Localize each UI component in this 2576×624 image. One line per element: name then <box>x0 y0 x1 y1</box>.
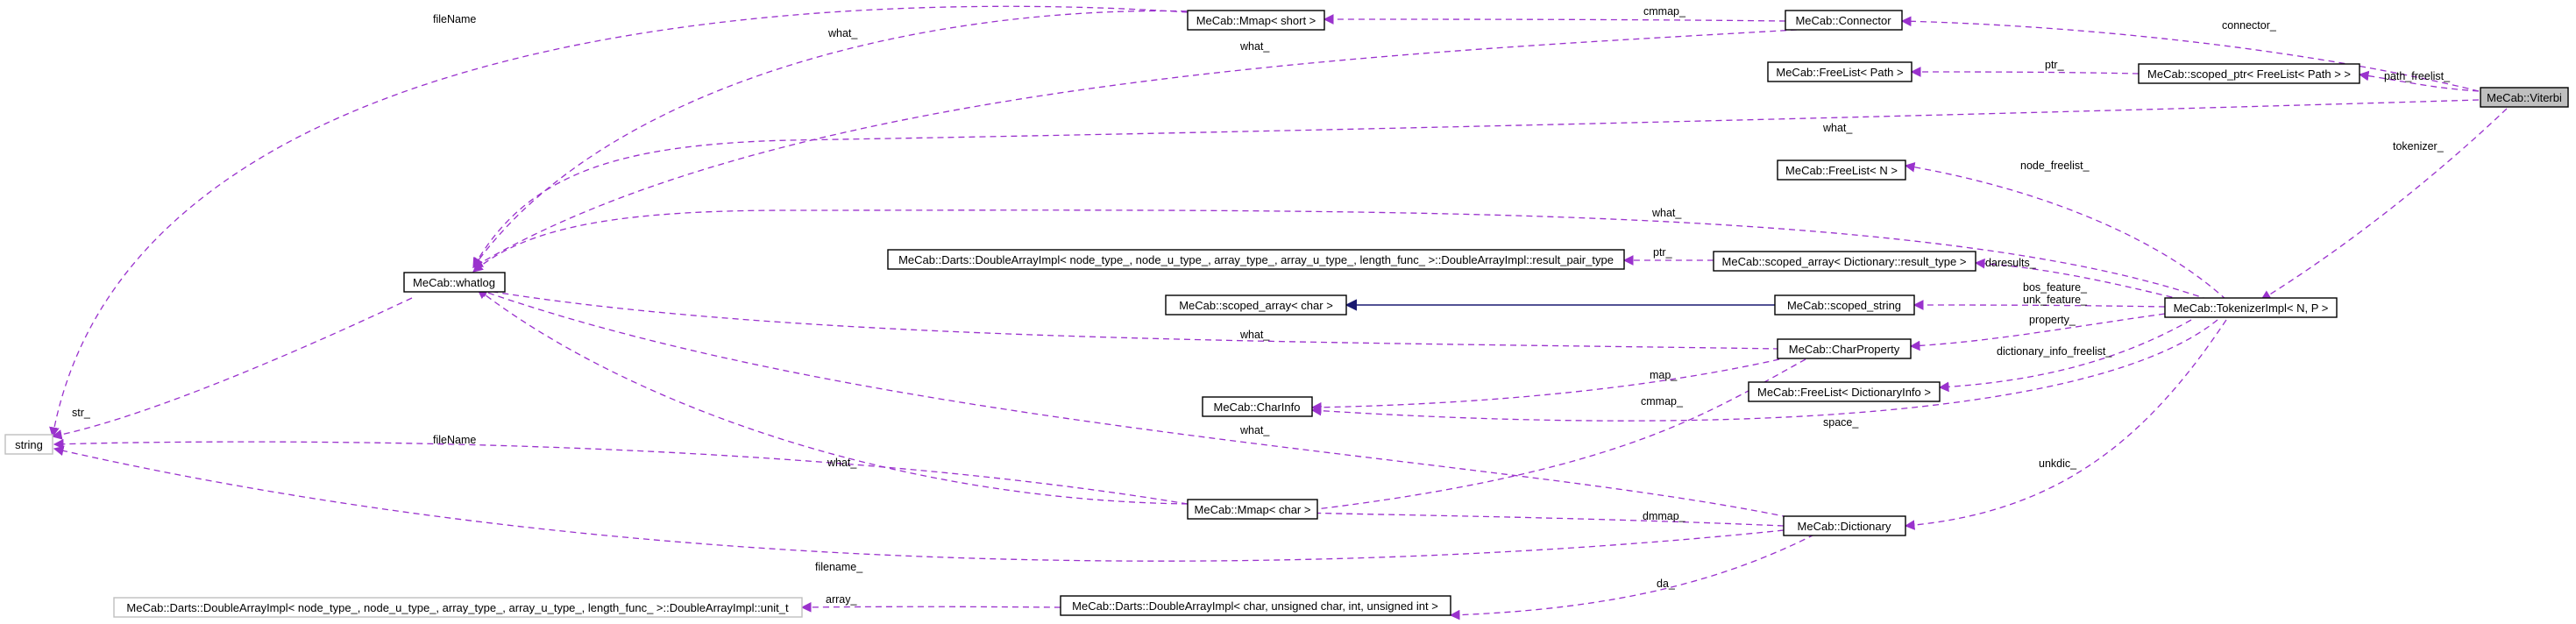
node-scoped-string-label: MeCab::scoped_string <box>1787 299 1901 312</box>
label-connector: connector_ <box>2222 19 2277 32</box>
node-dictionary[interactable]: MeCab::Dictionary <box>1783 515 1906 536</box>
edge-node-freelist <box>1904 161 2227 301</box>
node-freelist-path[interactable]: MeCab::FreeList< Path > <box>1767 61 1912 82</box>
node-whatlog-label: MeCab::whatlog <box>413 276 495 289</box>
node-tokenizer-impl[interactable]: MeCab::TokenizerImpl< N, P > <box>2164 297 2338 318</box>
node-scoped-ptr-freelist-path-label: MeCab::scoped_ptr< FreeList< Path > > <box>2147 67 2351 81</box>
label-space: space_ <box>1823 416 1859 429</box>
label-filename-top: fileName <box>433 13 476 25</box>
edge-what-dictionary <box>476 287 1789 518</box>
edge-str <box>51 297 413 440</box>
node-darts-result-pair[interactable]: MeCab::Darts::DoubleArrayImpl< node_type… <box>887 249 1625 270</box>
label-tokenizer: tokenizer_ <box>2393 140 2445 152</box>
label-what-mmap-short: what_ <box>827 27 858 39</box>
edge-cmmap-mid <box>1300 358 1806 515</box>
node-connector-label: MeCab::Connector <box>1795 14 1891 27</box>
node-viterbi-label: MeCab::Viterbi <box>2487 91 2562 104</box>
node-scoped-ptr-freelist-path[interactable]: MeCab::scoped_ptr< FreeList< Path > > <box>2138 63 2360 84</box>
label-ptr-path: ptr_ <box>2045 59 2065 71</box>
node-freelist-dicinfo-label: MeCab::FreeList< DictionaryInfo > <box>1757 386 1931 399</box>
node-freelist-path-label: MeCab::FreeList< Path > <box>1776 66 1903 79</box>
node-freelist-n-label: MeCab::FreeList< N > <box>1785 164 1898 177</box>
node-char-info-label: MeCab::CharInfo <box>1214 401 1301 414</box>
label-what-connector: what_ <box>1239 40 1270 53</box>
edge-filename-mid <box>53 438 1189 505</box>
label-da: da_ <box>1657 578 1676 590</box>
edge-dictionary-info-freelist <box>1938 319 2192 393</box>
label-cmmap-top: cmmap_ <box>1643 5 1686 18</box>
node-char-property[interactable]: MeCab::CharProperty <box>1777 338 1912 359</box>
edge-array <box>800 602 1061 613</box>
label-unk-feature: unk_feature_ <box>2023 294 2088 306</box>
label-what-dictionary: what_ <box>1239 424 1270 436</box>
node-darts-unit[interactable]: MeCab::Darts::DoubleArrayImpl< node_type… <box>113 597 803 618</box>
edge-tokenizer <box>2260 108 2508 301</box>
edge-space <box>1310 319 2218 422</box>
node-freelist-dicinfo[interactable]: MeCab::FreeList< DictionaryInfo > <box>1748 381 1941 402</box>
edge-what-tokenizer <box>472 209 2210 301</box>
node-mmap-char[interactable]: MeCab::Mmap< char > <box>1187 499 1318 520</box>
node-scoped-array-char[interactable]: MeCab::scoped_array< char > <box>1165 294 1347 316</box>
edge-ptr-path <box>1910 67 2140 77</box>
node-scoped-array-char-label: MeCab::scoped_array< char > <box>1179 299 1333 312</box>
edge-connector <box>1900 16 2480 92</box>
label-map: map_ <box>1650 369 1678 381</box>
node-char-info[interactable]: MeCab::CharInfo <box>1202 396 1313 417</box>
label-daresults: daresults_ <box>1985 257 2037 269</box>
label-path-freelist: path_freelist_ <box>2384 70 2451 82</box>
node-dictionary-label: MeCab::Dictionary <box>1798 520 1891 533</box>
label-dictionary-info-freelist: dictionary_info_freelist_ <box>1997 345 2112 358</box>
node-char-property-label: MeCab::CharProperty <box>1789 343 1900 356</box>
edge-daresults <box>1974 258 2183 301</box>
edge-what-viterbi <box>472 99 2480 269</box>
node-tokenizer-impl-label: MeCab::TokenizerImpl< N, P > <box>2174 301 2329 315</box>
node-string[interactable]: string <box>4 434 53 455</box>
edge-property <box>1909 313 2166 351</box>
node-string-label: string <box>15 438 43 451</box>
edge-filename-dic <box>53 445 1785 562</box>
node-darts-result-pair-label: MeCab::Darts::DoubleArrayImpl< node_type… <box>898 253 1614 266</box>
label-unkdic: unkdic_ <box>2039 457 2077 470</box>
edge-map <box>1310 358 1780 413</box>
edge-what-connector <box>472 29 1798 268</box>
node-mmap-short[interactable]: MeCab::Mmap< short > <box>1187 10 1325 31</box>
node-scoped-array-result-label: MeCab::scoped_array< Dictionary::result_… <box>1722 255 1967 268</box>
label-what-tokenizer: what_ <box>1651 207 1682 219</box>
node-viterbi[interactable]: MeCab::Viterbi <box>2480 87 2569 108</box>
edge-dmmap <box>1300 507 1785 527</box>
edge-bos-unk-feature <box>1912 300 2166 310</box>
label-array: array_ <box>826 593 857 606</box>
node-freelist-n[interactable]: MeCab::FreeList< N > <box>1777 160 1906 181</box>
node-whatlog[interactable]: MeCab::whatlog <box>403 272 506 293</box>
label-cmmap-mid: cmmap_ <box>1641 395 1684 408</box>
edge-cmmap-top <box>1323 14 1786 25</box>
label-what-viterbi: what_ <box>1822 122 1853 134</box>
label-node-freelist: node_freelist_ <box>2020 160 2090 172</box>
node-mmap-short-label: MeCab::Mmap< short > <box>1196 14 1316 27</box>
edge-filename-top <box>49 5 1189 438</box>
node-darts-unit-label: MeCab::Darts::DoubleArrayImpl< node_type… <box>126 601 789 614</box>
edge-path-freelist <box>2358 70 2480 92</box>
edge-unkdic <box>1904 319 2227 530</box>
label-str: str_ <box>72 407 91 419</box>
edge-what-mmap-char <box>477 288 1189 505</box>
label-dmmap: dmmap_ <box>1643 510 1686 522</box>
node-scoped-array-result[interactable]: MeCab::scoped_array< Dictionary::result_… <box>1713 251 1976 272</box>
label-filename-dic: filename_ <box>815 561 863 573</box>
node-darts-char-label: MeCab::Darts::DoubleArrayImpl< char, uns… <box>1072 599 1438 613</box>
label-property: property_ <box>2029 314 2076 326</box>
node-scoped-string[interactable]: MeCab::scoped_string <box>1774 294 1915 316</box>
node-connector[interactable]: MeCab::Connector <box>1785 10 1903 31</box>
label-bos-feature: bos_feature_ <box>2023 281 2088 294</box>
edge-da <box>1449 534 1815 620</box>
label-ptr-result: ptr_ <box>1653 246 1673 259</box>
node-darts-char[interactable]: MeCab::Darts::DoubleArrayImpl< char, uns… <box>1060 595 1451 616</box>
node-mmap-char-label: MeCab::Mmap< char > <box>1195 503 1311 516</box>
label-filename-mid: fileName <box>433 434 476 446</box>
edge-what-charprop <box>476 285 1780 350</box>
label-what-mmap-char: what_ <box>827 457 857 469</box>
label-what-charprop: what_ <box>1239 329 1270 341</box>
